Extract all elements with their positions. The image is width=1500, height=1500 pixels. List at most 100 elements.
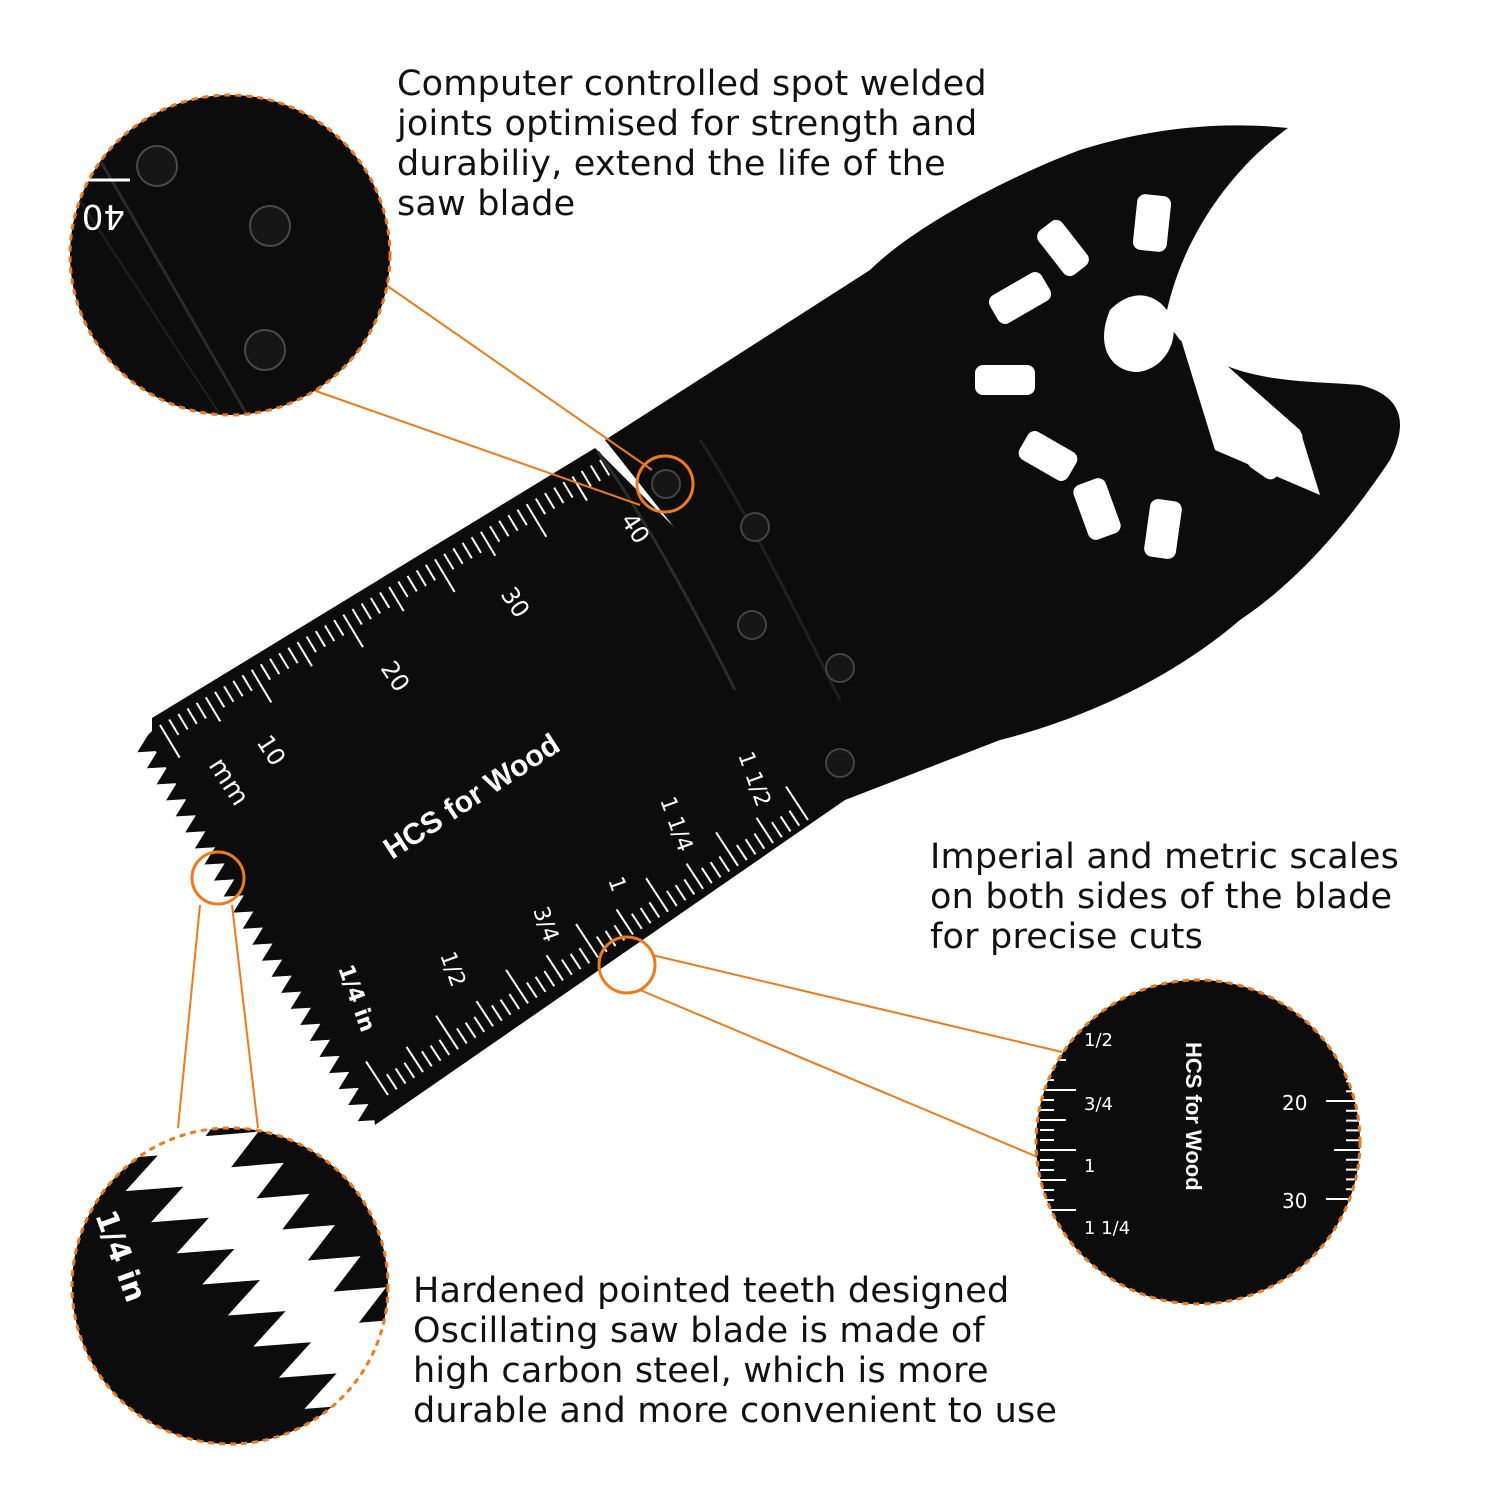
scale-tick: [645, 877, 669, 913]
scale-tick: [489, 525, 501, 543]
scale-tick: [214, 691, 226, 708]
scale-tick: [545, 954, 564, 981]
scale-tick: [473, 1016, 486, 1033]
metric-scale: [159, 459, 611, 759]
scale-tick: [443, 553, 455, 570]
scale-tick: [683, 878, 696, 896]
scale-tick: [599, 459, 611, 476]
imperial-scale: [365, 785, 809, 1096]
scale-tick: [405, 1046, 424, 1073]
scale-tick: [715, 831, 739, 867]
scale-tick: [736, 844, 748, 861]
caption-line: Computer controlled spot welded: [397, 64, 987, 104]
caption-line: for precise cuts: [930, 917, 1204, 957]
scale-tick: [403, 1062, 416, 1079]
caption-line: on both sides of the blade: [930, 877, 1393, 917]
scale-tick: [333, 619, 345, 637]
scale-tick: [269, 658, 281, 675]
caption-line: high carbon steel, which is more: [413, 1351, 989, 1391]
scale-tick: [674, 884, 687, 901]
caption-teeth: Hardened pointed teeth designed Oscillat…: [413, 1271, 1057, 1431]
scale-tick: [561, 959, 573, 976]
scale-tick: [379, 591, 391, 609]
scale-tick: [456, 1027, 468, 1044]
caption-line: durable and more convenient to use: [413, 1391, 1058, 1431]
scale-tick: [386, 1073, 398, 1090]
scale-tick: [435, 1015, 459, 1050]
caption-line: durabiliy, extend the life of the: [397, 144, 946, 184]
scale-tick: [397, 580, 409, 598]
scale-tick: [204, 696, 222, 722]
scale-tick: [278, 652, 290, 670]
scale-tick: [421, 1050, 433, 1067]
scale-tick: [631, 913, 643, 930]
zoom-scales: 1/2 3/4 1 1 1/4 HCS for Wood 20 30: [1034, 978, 1362, 1306]
scale-tick: [666, 890, 678, 907]
scale-tick: [388, 586, 405, 612]
scale-tick: [415, 569, 427, 587]
scale-tick: [232, 680, 244, 697]
scale-tick: [479, 531, 497, 557]
caption-line: Oscillating saw blade is made of: [413, 1311, 985, 1351]
scale-tick: [755, 817, 774, 844]
scale-tick: [534, 976, 547, 993]
blade-mount-head: [605, 125, 1400, 801]
scale-tick: [324, 625, 336, 642]
scale-tick: [394, 1067, 407, 1085]
saw-blade: mm 10 20 30 40 HCS for Wood 1/4 in 1/2 3…: [137, 125, 1400, 1125]
scale-tick: [250, 669, 273, 703]
scale-tick: [516, 509, 528, 526]
scale-tick: [526, 981, 538, 999]
scale-tick: [507, 514, 519, 532]
zoom-imperial-tick: 1 1/4: [1084, 1218, 1130, 1239]
caption-line: Hardened pointed teeth designed: [413, 1271, 1010, 1311]
scale-tick: [287, 647, 299, 664]
scale-tick: [744, 838, 757, 855]
scale-tick: [771, 821, 783, 838]
scale-tick: [553, 487, 565, 504]
scale-tick: [424, 564, 436, 581]
scale-tick: [438, 1039, 451, 1056]
zoom-metric-label: 40: [82, 196, 125, 236]
spot-welds: [651, 469, 855, 778]
scale-tick: [461, 542, 473, 559]
scale-tick: [305, 636, 317, 653]
caption-line: saw blade: [397, 184, 576, 224]
scale-tick: [543, 970, 556, 987]
scale-tick: [259, 663, 271, 681]
scale-tick: [604, 930, 617, 947]
scale-tick: [685, 863, 704, 890]
scale-tick: [498, 520, 510, 537]
scale-tick: [589, 465, 601, 482]
scale-tick: [464, 1022, 477, 1039]
scale-tick: [718, 855, 731, 873]
zoom-metric-tick: 30: [1282, 1189, 1307, 1213]
scale-tick: [508, 993, 521, 1010]
teeth-highlight-ring: [190, 850, 246, 906]
scale-tick: [351, 608, 363, 625]
scale-tick: [434, 558, 456, 593]
scale-tick: [159, 724, 181, 759]
scale-tick: [470, 536, 482, 554]
scale-tick: [779, 815, 792, 833]
scale-tick: [168, 718, 180, 736]
scale-tick: [578, 947, 591, 964]
blade-ruler-body: [152, 448, 845, 1125]
scale-tick: [580, 470, 592, 487]
scale-tick: [177, 713, 189, 730]
scale-tick: [365, 1060, 389, 1096]
zoom-teeth: 1/4 in: [70, 1126, 390, 1446]
scale-tick: [314, 630, 326, 648]
caption-spot-welds: Computer controlled spot welded joints o…: [397, 64, 987, 224]
blade-teeth: [137, 725, 398, 1122]
scale-tick: [615, 908, 634, 936]
scale-tick: [525, 503, 548, 538]
zoom-imperial-tick: 3/4: [1084, 1094, 1113, 1115]
scale-tick: [475, 1000, 494, 1027]
scale-tick: [223, 685, 235, 703]
weld-seam: [596, 451, 737, 691]
caption-scales: Imperial and metric scales on both sides…: [930, 837, 1399, 957]
zoom-imperial-tick: 1: [1084, 1156, 1095, 1177]
scale-tick: [241, 674, 253, 692]
